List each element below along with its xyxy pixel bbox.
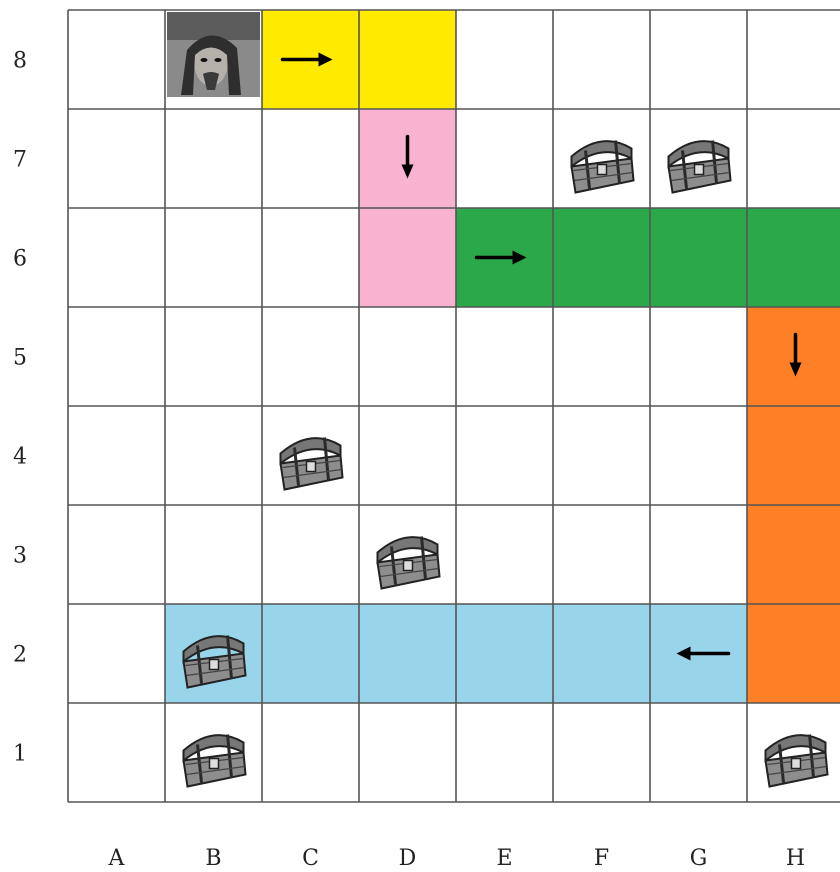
- row-labels: 8 7 6 5 4 3 2 1: [13, 49, 27, 767]
- cell-G6: [650, 208, 747, 307]
- cell-D2: [359, 604, 456, 703]
- column-labels: A B C D E F G H: [108, 846, 806, 871]
- column-label: C: [302, 846, 319, 871]
- treasure-chest-icon: [572, 141, 634, 193]
- column-label: H: [786, 846, 805, 871]
- cell-H2: [747, 604, 840, 703]
- cell-D8: [359, 10, 456, 109]
- column-label: A: [108, 846, 126, 871]
- cell-H6: [747, 208, 840, 307]
- cell-B2: [165, 604, 262, 703]
- column-label: G: [690, 846, 708, 871]
- column-label: D: [399, 846, 417, 871]
- grid-cells: [165, 10, 840, 703]
- cell-C2: [262, 604, 359, 703]
- treasure-chest-icon: [378, 537, 440, 589]
- treasure-chest-icon: [281, 438, 343, 490]
- row-label: 3: [13, 544, 27, 569]
- row-label: 6: [13, 247, 27, 272]
- treasure-chest-icon: [669, 141, 731, 193]
- column-label: F: [594, 846, 609, 871]
- row-label: 8: [13, 49, 27, 74]
- cell-F6: [553, 208, 650, 307]
- row-label: 5: [13, 346, 27, 371]
- row-label: 1: [13, 742, 27, 767]
- cell-H3: [747, 505, 840, 604]
- cell-F2: [553, 604, 650, 703]
- pirate-portrait-icon: [167, 12, 260, 97]
- row-label: 7: [13, 148, 27, 173]
- treasure-chest-icon: [766, 735, 828, 787]
- cell-H5: [747, 307, 840, 406]
- column-label: E: [496, 846, 512, 871]
- cell-D6: [359, 208, 456, 307]
- column-label: B: [205, 846, 221, 871]
- treasure-chest-icon: [184, 735, 246, 787]
- row-label: 2: [13, 643, 27, 668]
- row-label: 4: [13, 445, 27, 470]
- cell-E2: [456, 604, 553, 703]
- cell-H4: [747, 406, 840, 505]
